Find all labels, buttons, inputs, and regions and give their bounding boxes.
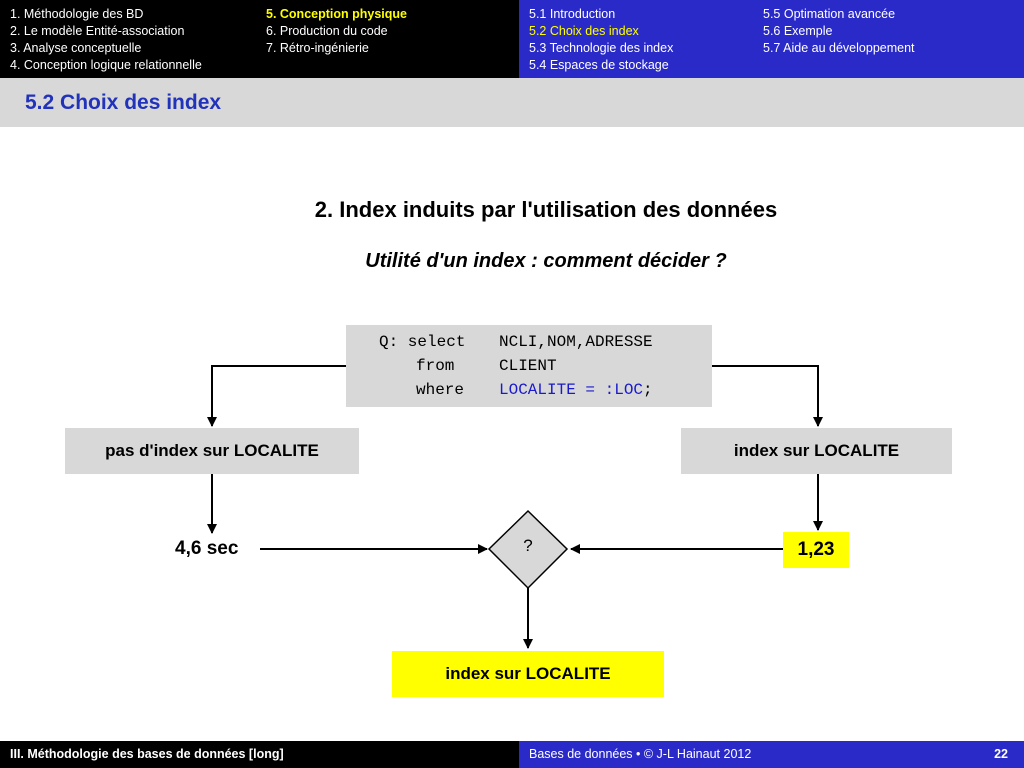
nav-chapters-col-2: 5. Conception physique 6. Production du … xyxy=(266,6,407,57)
footer-course-title: III. Méthodologie des bases de données [… xyxy=(10,747,284,761)
nav-chapters-panel xyxy=(0,0,519,78)
decision-diamond xyxy=(487,509,569,590)
nav-item-production-code[interactable]: 6. Production du code xyxy=(266,24,388,38)
no-index-box: pas d'index sur LOCALITE xyxy=(65,428,359,474)
nav-item-entite-association[interactable]: 2. Le modèle Entité-association xyxy=(10,24,185,38)
sql-where-condition: LOCALITE = :LOC xyxy=(499,381,644,399)
nav-item-conception-logique[interactable]: 4. Conception logique relationnelle xyxy=(10,58,202,72)
slide-title-band: 5.2 Choix des index xyxy=(0,78,1024,127)
slide-title: 5.2 Choix des index xyxy=(25,91,222,114)
sql-query-box: Q: select NCLI,NOM,ADRESSE from CLIENT w… xyxy=(346,325,712,407)
sql-where-clause: LOCALITE = :LOC; xyxy=(499,381,653,399)
sql-from-table: CLIENT xyxy=(499,357,557,375)
nav-item-analyse-conceptuelle[interactable]: 3. Analyse conceptuelle xyxy=(10,41,142,55)
time-with-index: 1,23 xyxy=(783,532,849,568)
nav-item-espaces-stockage[interactable]: 5.4 Espaces de stockage xyxy=(529,58,669,72)
nav-item-optimation[interactable]: 5.5 Optimation avancée xyxy=(763,7,896,21)
index-box: index sur LOCALITE xyxy=(681,428,952,474)
sql-select-keyword: Q: select xyxy=(379,333,466,351)
nav-item-aide-developpement[interactable]: 5.7 Aide au développement xyxy=(763,41,915,55)
nav-item-introduction[interactable]: 5.1 Introduction xyxy=(529,7,616,21)
nav-sections-col-2: 5.5 Optimation avancée 5.6 Exemple 5.7 A… xyxy=(763,6,915,57)
arrow-query-to-right-box xyxy=(712,365,823,427)
result-box: index sur LOCALITE xyxy=(392,651,664,697)
time-without-index: 4,6 sec xyxy=(175,538,239,559)
sql-from-keyword: from xyxy=(416,357,455,375)
sql-select-columns: NCLI,NOM,ADRESSE xyxy=(499,333,653,351)
nav-item-technologie-index[interactable]: 5.3 Technologie des index xyxy=(529,41,674,55)
footer-info-bar: Bases de données • © J-L Hainaut 2012 22 xyxy=(519,741,1024,768)
page-number: 22 xyxy=(994,747,1008,761)
nav-item-choix-index[interactable]: 5.2 Choix des index xyxy=(529,24,639,38)
nav-sections-panel xyxy=(519,0,1024,78)
nav-item-exemple[interactable]: 5.6 Exemple xyxy=(763,24,833,38)
arrow-query-to-left-box xyxy=(207,365,346,427)
footer-course-bar: III. Méthodologie des bases de données [… xyxy=(0,741,519,768)
nav-item-conception-physique[interactable]: 5. Conception physique xyxy=(266,7,407,21)
nav-chapters-col-1: 1. Méthodologie des BD 2. Le modèle Enti… xyxy=(10,6,202,74)
sql-terminator: ; xyxy=(643,381,653,399)
footer-copyright: Bases de données • © J-L Hainaut 2012 xyxy=(529,747,752,761)
nav-item-retro-ingenierie[interactable]: 7. Rétro-ingénierie xyxy=(266,41,369,55)
sql-where-keyword: where xyxy=(416,381,465,399)
decision-label: ? xyxy=(523,536,533,555)
nav-item-methodologie[interactable]: 1. Méthodologie des BD xyxy=(10,7,144,21)
nav-sections-col-1: 5.1 Introduction 5.2 Choix des index 5.3… xyxy=(529,6,673,74)
